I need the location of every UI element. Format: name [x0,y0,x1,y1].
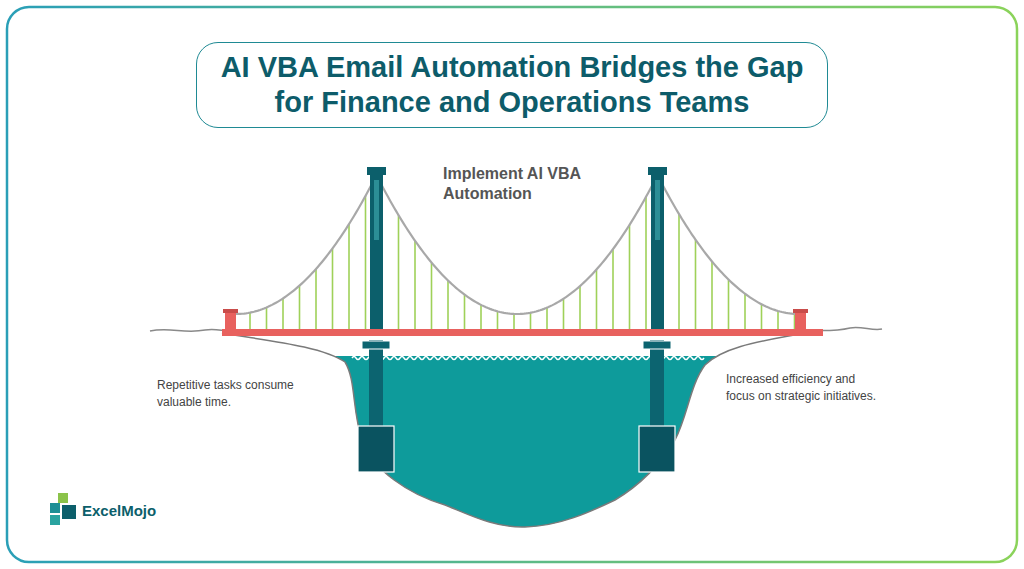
suspender-cable [332,248,334,329]
suspender-cable [711,261,713,329]
title-box: AI VBA Email Automation Bridges the Gap … [196,42,828,128]
anchor-post [795,311,806,330]
bridge-tower [651,174,664,332]
suspender-cable [365,196,367,329]
bridge-pier [650,340,664,430]
suspender-cable [348,224,350,329]
suspender-cable [249,313,251,329]
suspender-cable [612,249,614,329]
tower-highlight [655,180,660,240]
suspender-cable [497,311,499,329]
suspender-cable [398,215,400,329]
suspender-cable [728,279,730,329]
logo-square [58,493,68,503]
logo-square [62,505,76,519]
page-frame [7,7,1017,562]
valley-water [222,356,805,527]
tower-cap [648,167,667,175]
logo-wordmark: ExcelMojo [82,502,202,520]
suspender-cable [315,269,317,329]
anchor-post [225,311,236,330]
suspender-cable [678,214,680,329]
pier-cap [362,341,390,349]
bridge-pier [369,340,383,430]
suspender-cable [530,313,532,329]
suspender-cable [563,299,565,329]
suspender-cable [629,225,631,329]
suspender-cable [447,280,449,329]
suspender-cable [761,304,763,329]
suspender-cable [546,308,548,329]
tower-highlight [374,180,379,240]
valley-outline [222,333,805,527]
suspender-cable [513,314,515,329]
suspender-cable [266,307,268,329]
logo-square [50,503,60,513]
tower-cap [367,167,386,175]
bridge-deck [222,329,823,336]
bridge-tower [370,174,383,332]
right-note: Increased efficiency and focus on strate… [726,371,884,405]
suspender-cable [596,269,598,329]
suspender-cable [695,240,697,329]
diagram-title: AI VBA Email Automation Bridges the Gap … [212,50,812,120]
suspender-cable [480,305,482,329]
anchor-cap [793,309,808,313]
suspender-cable [282,298,284,329]
left-note: Repetitive tasks consume valuable time. [157,377,317,411]
suspender-cable [299,286,301,329]
suspender-cable [579,286,581,329]
suspender-cable [464,295,466,329]
suspender-cable [777,311,779,329]
logo-square [50,515,60,525]
suspender-cable [744,294,746,329]
pier-cap [643,341,671,349]
pier-base [639,426,675,472]
suspender-cable [414,241,416,329]
suspender-cable [431,263,433,329]
suspender-cable [645,197,647,329]
anchor-cap [223,309,238,313]
bridge-label: Implement AI VBA Automation [443,164,613,204]
pier-base [358,426,394,472]
